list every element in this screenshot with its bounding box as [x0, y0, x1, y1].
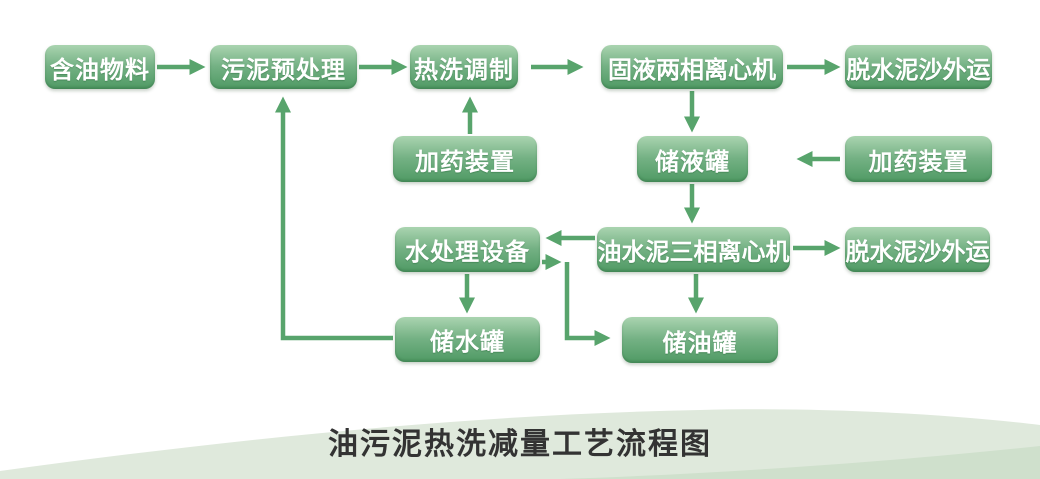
- node-dewatered-sand-out-2: 脱水泥沙外运: [845, 227, 990, 272]
- node-water-tank: 储水罐: [395, 317, 540, 362]
- arrow-water-treatment-to-oil-tank: [564, 262, 611, 347]
- node-dewatered-sand-out-1: 脱水泥沙外运: [845, 45, 992, 89]
- node-dosing-unit-1: 加药装置: [393, 136, 537, 182]
- arrow-water-tank-to-pretreatment: [274, 96, 393, 341]
- node-oil-tank: 储油罐: [622, 317, 778, 363]
- node-dosing-unit-2: 加药装置: [845, 136, 992, 182]
- node-water-treatment: 水处理设备: [395, 227, 540, 272]
- swoosh-dark-shape: [560, 446, 1040, 479]
- node-hot-wash-conditioning: 热洗调制: [410, 45, 518, 89]
- node-oily-material: 含油物料: [45, 45, 155, 89]
- node-sludge-pretreatment: 污泥预处理: [210, 45, 357, 89]
- diagram-title: 油污泥热洗减量工艺流程图: [328, 428, 712, 461]
- node-solid-liquid-centrifuge: 固液两相离心机: [601, 45, 783, 89]
- node-three-phase-centrifuge: 油水泥三相离心机: [597, 227, 790, 272]
- swoosh-light-shape: [0, 409, 1040, 479]
- node-liquid-tank: 储液罐: [637, 136, 748, 182]
